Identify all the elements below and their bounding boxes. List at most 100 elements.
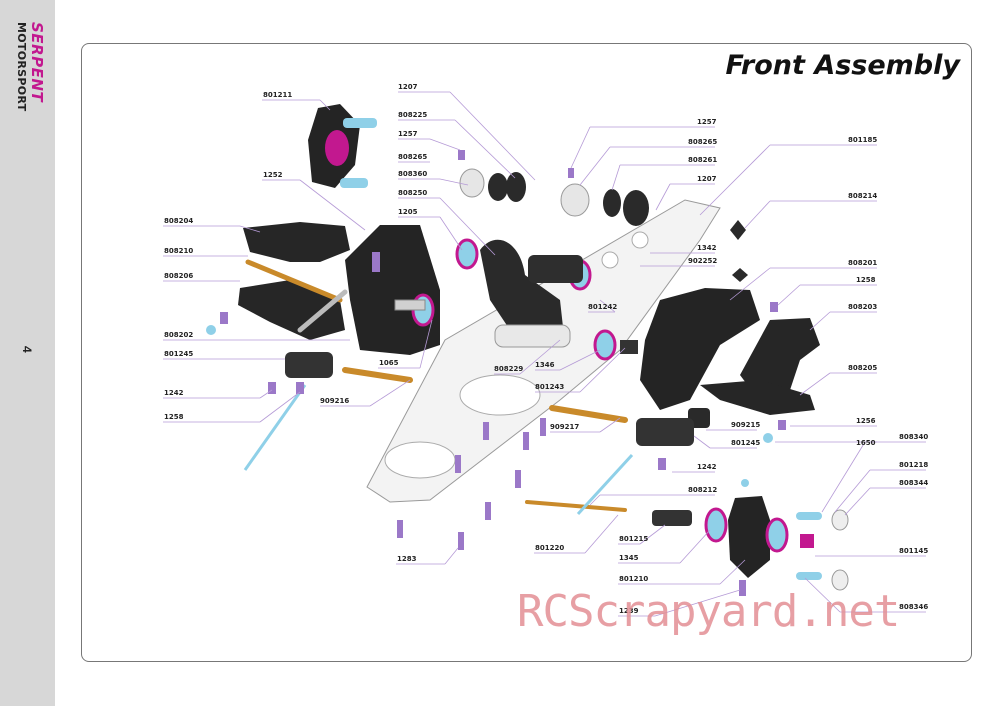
pulley-housing-right xyxy=(560,183,590,217)
leader-line xyxy=(449,91,536,181)
screw-purple xyxy=(770,302,778,312)
chassis-screw xyxy=(540,418,546,436)
label-1283: 1283 xyxy=(397,555,417,563)
leader-line xyxy=(439,178,469,186)
label-808225: 808225 xyxy=(398,111,427,119)
chassis-screw xyxy=(455,455,461,473)
leader-line xyxy=(679,529,711,564)
leader-line xyxy=(439,197,496,256)
ball-end xyxy=(206,325,216,335)
label-801145: 801145 xyxy=(899,547,928,555)
leader-line xyxy=(809,311,831,331)
label-808360: 808360 xyxy=(398,170,427,178)
label-1242-right: 1242 xyxy=(697,463,717,471)
leader-line xyxy=(584,514,619,554)
leader-line xyxy=(570,126,591,169)
axle-cup xyxy=(652,510,692,526)
label-1257: 1257 xyxy=(398,130,418,138)
steering-rod-right xyxy=(549,405,628,423)
label-808202: 808202 xyxy=(164,331,193,339)
ball-end xyxy=(763,433,773,443)
upper-arm-left xyxy=(243,222,350,262)
chassis-cutout xyxy=(384,441,456,479)
label-1242: 1242 xyxy=(164,389,184,397)
label-801242: 801242 xyxy=(588,303,617,311)
label-808250: 808250 xyxy=(398,189,427,197)
label-808206: 808206 xyxy=(164,272,193,280)
chassis-screw xyxy=(515,470,521,488)
leader-line xyxy=(369,379,411,407)
label-808214: 808214 xyxy=(848,192,877,200)
label-1257-right: 1257 xyxy=(697,118,717,126)
clip-right xyxy=(732,268,748,282)
lower-arm-left xyxy=(238,280,345,340)
chassis-hole xyxy=(631,231,649,249)
content-frame xyxy=(81,43,972,662)
part-labels: 801211 1207 808225 1257 808265 808360 80… xyxy=(164,83,928,615)
toe-block-right xyxy=(636,418,694,446)
hinge-pin-orange xyxy=(245,259,343,303)
leader-line xyxy=(821,441,866,513)
screw-purple xyxy=(268,382,276,394)
brand-logo-serpent: SERPENT xyxy=(28,22,46,103)
bearing-center xyxy=(593,329,617,361)
toe-block-left xyxy=(285,352,333,378)
label-1205: 1205 xyxy=(398,208,418,216)
leader-line xyxy=(519,339,561,375)
label-808201: 808201 xyxy=(848,259,877,267)
label-1346: 1346 xyxy=(535,361,555,369)
label-902252: 902252 xyxy=(688,257,717,265)
bulkhead-left xyxy=(345,225,440,355)
leader-line xyxy=(444,547,459,565)
page-title: Front Assembly xyxy=(725,50,960,81)
bearing-right-outer xyxy=(765,517,789,553)
label-1342: 1342 xyxy=(697,244,717,252)
ball-stud-right xyxy=(796,572,822,580)
leader-line xyxy=(419,319,433,369)
ball-cup xyxy=(831,569,849,591)
chassis-screw xyxy=(485,502,491,520)
label-808210: 808210 xyxy=(164,247,193,255)
chassis-screw xyxy=(458,532,464,550)
leader-line xyxy=(599,417,621,433)
leader-lines xyxy=(163,91,926,617)
steering-rod-lower xyxy=(525,500,627,512)
watermark: RCScrapyard.net xyxy=(517,586,900,637)
ball-stud xyxy=(340,178,368,188)
label-1239: 1239 xyxy=(619,607,639,615)
upper-arm-right xyxy=(740,318,820,395)
leader-line xyxy=(319,99,331,111)
leader-line xyxy=(611,164,621,191)
belt-assembly xyxy=(480,239,565,345)
pulley-housing xyxy=(459,168,485,198)
page-number: 4 xyxy=(20,346,34,353)
label-808346: 808346 xyxy=(899,603,928,611)
label-801215: 801215 xyxy=(619,535,648,543)
nut-magenta xyxy=(800,534,814,548)
leader-line xyxy=(654,589,741,617)
center-shaft xyxy=(494,324,571,348)
label-909215: 909215 xyxy=(731,421,760,429)
drive-cup xyxy=(620,340,638,354)
label-909217: 909217 xyxy=(550,423,579,431)
pulley-block xyxy=(528,255,583,283)
screw-purple xyxy=(372,252,380,272)
leader-line xyxy=(559,349,601,371)
long-pin-right xyxy=(576,453,634,516)
screw-purple xyxy=(739,580,746,596)
label-808204: 808204 xyxy=(164,217,193,225)
leader-line xyxy=(777,284,801,306)
steering-rod-left xyxy=(342,367,413,383)
label-1252: 1252 xyxy=(263,171,283,179)
leader-line xyxy=(589,494,601,506)
screw-purple xyxy=(220,312,228,324)
label-801218: 801218 xyxy=(899,461,928,469)
clip-right xyxy=(730,220,746,240)
ball-end xyxy=(741,479,749,487)
leader-line xyxy=(259,389,273,399)
leader-line xyxy=(804,577,841,613)
label-1258: 1258 xyxy=(164,413,184,421)
leader-line xyxy=(579,146,611,186)
label-1207-right: 1207 xyxy=(697,175,717,183)
chassis-screw xyxy=(397,520,403,538)
